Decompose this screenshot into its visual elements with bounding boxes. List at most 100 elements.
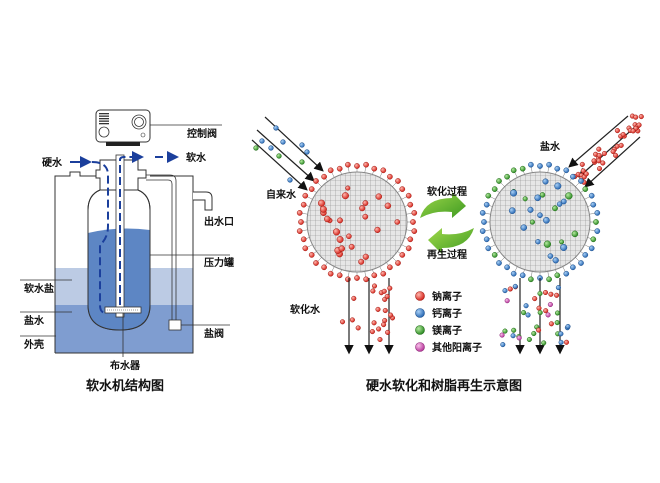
magnesium-ion [537,310,543,316]
calcium-ion [546,161,552,168]
sodium-ion [296,210,303,216]
magnesium-ion [559,239,565,245]
label-hard-water: 硬水 [42,156,63,169]
magnesium-ion [521,310,527,316]
calcium-ion [510,189,518,197]
sodium-ion [371,165,378,172]
calcium-ion [304,149,310,155]
sodium-ion [395,178,401,184]
magnesium-ion [276,153,282,159]
sodium-ion [362,213,369,220]
flow-arrows [70,151,179,314]
sodium-ion [630,128,636,134]
sodium-ion [583,171,589,177]
sodium-ion [532,296,538,302]
right-diagram-title: 硬水软化和树脂再生示意图 [366,378,522,394]
sodium-ion [507,286,513,292]
magnesium-ion [531,330,537,337]
sodium-ion [339,319,346,325]
sodium-ion [336,236,344,243]
sodium-ion [324,215,331,223]
left-bead-ions [296,161,418,283]
sodium-ion [381,288,387,294]
sodium-ion [298,219,304,225]
calcium-ion [268,145,274,151]
sodium-ion [300,201,307,208]
label-brine-right: 盐水 [540,140,561,153]
calcium-ion [508,207,516,215]
sodium-ion [610,148,616,155]
sodium-ion [394,219,401,225]
sodium-ion [387,173,393,180]
sodium-ion [375,193,383,200]
calcium-ion [504,264,510,271]
sodium-ion [620,131,626,138]
outlet-pipe [193,191,213,211]
regeneration-waste-ions [499,283,571,348]
salt-valve [168,319,182,331]
calcium-ion [570,264,576,271]
cycle-arrows-icon [420,192,474,254]
sodium-ion [596,152,602,159]
sodium-ion [300,236,307,243]
sodium-ion [596,158,602,164]
tap-water-arrows [251,116,324,191]
sodium-ion [321,264,327,271]
calcium-ion [520,224,528,231]
sodium-ion [371,283,378,289]
sodium-ion [387,264,393,271]
calcium-ion [543,216,550,224]
magnesium-ion [496,178,502,184]
magnesium-ion [546,276,552,283]
right-bead-ions [479,161,601,283]
sodium-ion [336,272,343,279]
other-cation-ion [499,332,505,338]
calcium-ion [554,182,562,190]
sodium-ion [618,142,624,148]
calcium-ion [502,288,508,294]
calcium-ion [299,142,305,148]
magnesium-ion [528,276,534,283]
magnesium-ion [571,230,579,238]
calcium-ion [537,163,543,169]
magnesium-ion [582,186,589,192]
magnesium-ion [543,240,552,248]
sodium-ion [302,245,309,252]
calcium-ion [280,139,286,145]
sodium-ion [638,114,644,120]
other-cation-ion [545,312,551,318]
sodium-ion [596,146,602,152]
magnesium-ion [511,327,517,333]
label-salt-valve: 盐阀 [204,327,224,340]
other-cation-ion [516,335,522,341]
sodium-ion [313,178,319,184]
sodium-ion [385,329,391,335]
calcium-ion [582,252,589,258]
sodium-ion [369,329,375,335]
sodium-ion [345,276,351,283]
label-control-valve: 控制阀 [187,127,217,140]
calcium-ion [525,312,531,318]
magnesium-ion [299,159,305,165]
sodium-ion [351,295,357,301]
calcium-ion [273,125,279,131]
sodium-ion [384,293,390,299]
sodium-ion [337,217,343,224]
sodium-ion [410,219,416,225]
sodium-ion [348,243,355,250]
label-tap-water: 自来水 [266,188,297,201]
magnesium-ion [541,340,547,346]
legend: 钠离子 钙离子 镁离子 其他阳离子 [415,290,482,354]
calcium-ion [555,285,561,291]
calcium-ion [481,219,487,225]
calcium-ion [537,212,543,219]
sodium-ion [382,307,388,314]
magnesium-ion [526,336,532,343]
other-cation-ion [504,298,510,304]
svg-text:镁离子: 镁离子 [432,324,462,337]
sodium-ion [346,233,352,240]
sodium-ion [554,292,560,298]
magnesium-ion [537,290,543,297]
calcium-ion [547,253,554,259]
